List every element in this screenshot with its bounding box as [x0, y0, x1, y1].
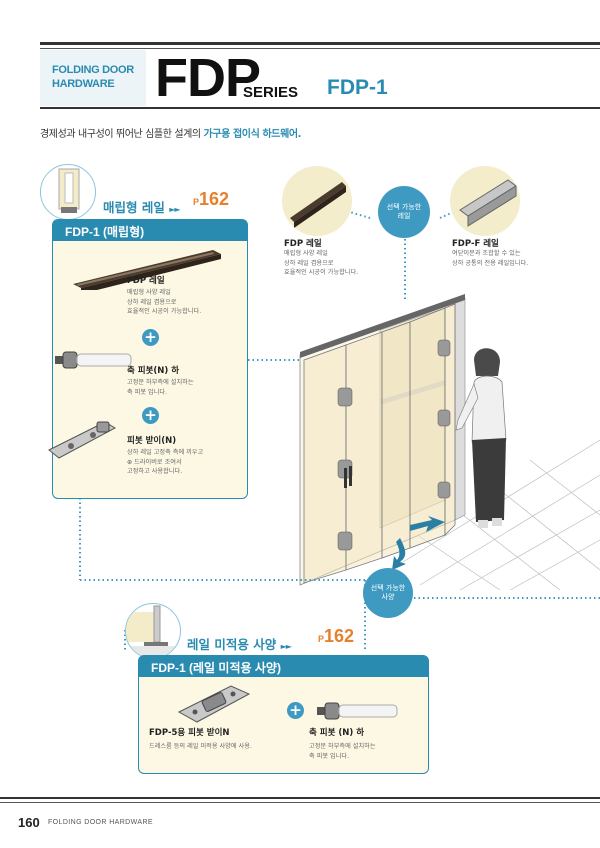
fdp-rail-name: FDP 레일: [127, 276, 165, 286]
pivot-receiver-n-name: FDP-5용 피봇 받이N: [149, 728, 230, 738]
brand-title: FDP: [155, 48, 261, 108]
desc-line: 드레스룸 등의 레일 미적용 사양에 사용.: [149, 743, 252, 750]
pivot-receiver-n-desc: 드레스룸 등의 레일 미적용 사양에 사용.: [149, 742, 252, 752]
header-bottom-rule: [40, 107, 600, 109]
inset-rail-panel-title: FDP-1 (매립형): [53, 220, 247, 241]
pivot-n-image: [317, 702, 398, 720]
fdp-rail-image: [73, 250, 221, 290]
desc-line: 상하 공통의 전용 레일입니다.: [452, 259, 529, 267]
norail-title: 레일 미적용 사양 ►►: [187, 634, 292, 653]
norail-panel-title: FDP-1 (레일 미적용 사양): [139, 656, 428, 677]
page-number-ref: 162: [324, 626, 355, 646]
page-prefix: P: [318, 634, 325, 644]
desc-line: 상하 레일 겸용으로: [284, 259, 334, 267]
fdp-rail-circle: [282, 166, 352, 236]
inset-rail-panel: FDP-1 (매립형) FDP 레일 매립형 사양 레일 상하 레일 겸용으로 …: [48, 219, 248, 499]
inset-rail-page-ref[interactable]: P162: [193, 189, 229, 210]
page-number: 160: [18, 815, 40, 830]
desc-line: 고정문 하부측에 설치하는: [309, 743, 376, 750]
door-illustration: [299, 294, 600, 590]
norail-title-text: 레일 미적용 사양: [187, 637, 277, 652]
pivot-n-desc: 고정문 하부측에 설치하는 축 피봇 입니다.: [309, 742, 376, 761]
norail-icon: [126, 605, 180, 658]
pivot-n-name: 축 피봇 (N) 하: [309, 728, 365, 738]
fdpf-rail-circle-image: [459, 179, 517, 227]
badge-line: 레일: [397, 212, 411, 220]
header-top-rule-thin: [40, 48, 600, 49]
badge-line: 선택 가능한: [386, 203, 422, 211]
footer-rule-thin: [0, 802, 600, 803]
intro-highlight: 가구용 접이식 하드웨어.: [203, 129, 302, 140]
desc-line: 고정문 하부측에 설치하는: [127, 379, 194, 386]
fdp-rail-circle-image: [290, 182, 346, 228]
desc-line: 여닫이문과 조합할 수 있는: [452, 250, 521, 257]
plus-icon: +: [142, 407, 159, 424]
fdp-rail-desc: 매립형 사양 레일 상하 레일 겸용으로 효율적인 시공이 가능합니다.: [127, 288, 201, 317]
inset-rail-title: 매립형 레일 ►►: [103, 197, 181, 216]
pivot-receiver-image: [48, 421, 117, 459]
fdp-rail-option-name: FDP 레일: [284, 239, 322, 249]
header-top-rule: [40, 42, 600, 45]
pivot-desc: 고정문 하부측에 설치하는 축 피봇 입니다.: [127, 378, 194, 397]
model-label: FDP-1: [327, 76, 388, 99]
series-label: SERIES: [243, 84, 299, 101]
norail-page-ref[interactable]: P162: [318, 626, 354, 647]
footer-rule: [0, 797, 600, 799]
norail-panel: FDP-1 (레일 미적용 사양) FDP-5용 피봇 받이N 드레스룸 등의 …: [138, 655, 429, 774]
pivot-name: 축 피봇(N) 하: [127, 366, 180, 376]
fdpf-rail-circle: [450, 166, 520, 236]
pivot-receiver-name: 피봇 받이(N): [127, 436, 177, 446]
pivot-receiver-n-image: [177, 685, 251, 723]
inset-rail-icon: [58, 168, 80, 213]
category-tag-line1: FOLDING DOOR: [52, 64, 134, 76]
norail-arrows: ►►: [280, 642, 292, 651]
intro-text: 경제성과 내구성이 뛰어난 심플한 설계의 가구용 접이식 하드웨어.: [40, 125, 301, 140]
desc-line: 상하 레일 고정축 측에 끼우고: [127, 449, 204, 456]
desc-line: 축 피봇 입니다.: [309, 752, 350, 760]
footer-label: FOLDING DOOR HARDWARE: [48, 819, 153, 826]
pivot-receiver-desc: 상하 레일 고정축 측에 끼우고 ⊕ 드라이버로 조여서 고정하고 사용합니다.: [127, 448, 203, 477]
fdp-rail-option-desc: 매립형 사양 레일 상하 레일 겸용으로 효율적인 시공이 가능합니다.: [284, 249, 358, 278]
desc-line: 축 피봇 입니다.: [127, 388, 168, 396]
plus-icon: +: [142, 329, 159, 346]
fdpf-rail-option-name: FDP-F 레일: [452, 239, 499, 249]
desc-line: 매립형 사양 레일: [284, 250, 328, 257]
desc-line: 효율적인 시공이 가능합니다.: [284, 269, 359, 276]
desc-line: ⊕ 드라이버로 조여서: [127, 458, 182, 466]
intro-main: 경제성과 내구성이 뛰어난 심플한 설계의: [40, 129, 204, 140]
woman-figure: [455, 348, 507, 528]
inset-rail-circle: [40, 164, 96, 220]
pivot-image: [55, 351, 132, 369]
plus-icon: +: [287, 702, 304, 719]
inset-rail-title-text: 매립형 레일: [103, 200, 165, 215]
desc-line: 상하 레일 겸용으로: [127, 298, 177, 306]
badge-line: 사양: [381, 593, 395, 601]
desc-line: 효율적인 시공이 가능합니다.: [127, 308, 202, 315]
page-prefix: P: [193, 197, 200, 207]
desc-line: 고정하고 사용합니다.: [127, 468, 183, 475]
category-tag-line2: HARDWARE: [52, 78, 115, 90]
desc-line: 매립형 사양 레일: [127, 289, 171, 296]
category-tag: FOLDING DOOR HARDWARE: [40, 50, 146, 106]
inset-rail-arrows: ►►: [169, 205, 180, 214]
badge-line: 선택 가능한: [370, 584, 406, 592]
page-number-ref: 162: [199, 189, 230, 209]
fdpf-rail-option-desc: 여닫이문과 조합할 수 있는 상하 공통의 전용 레일입니다.: [452, 249, 528, 268]
norail-circle: [125, 603, 181, 659]
